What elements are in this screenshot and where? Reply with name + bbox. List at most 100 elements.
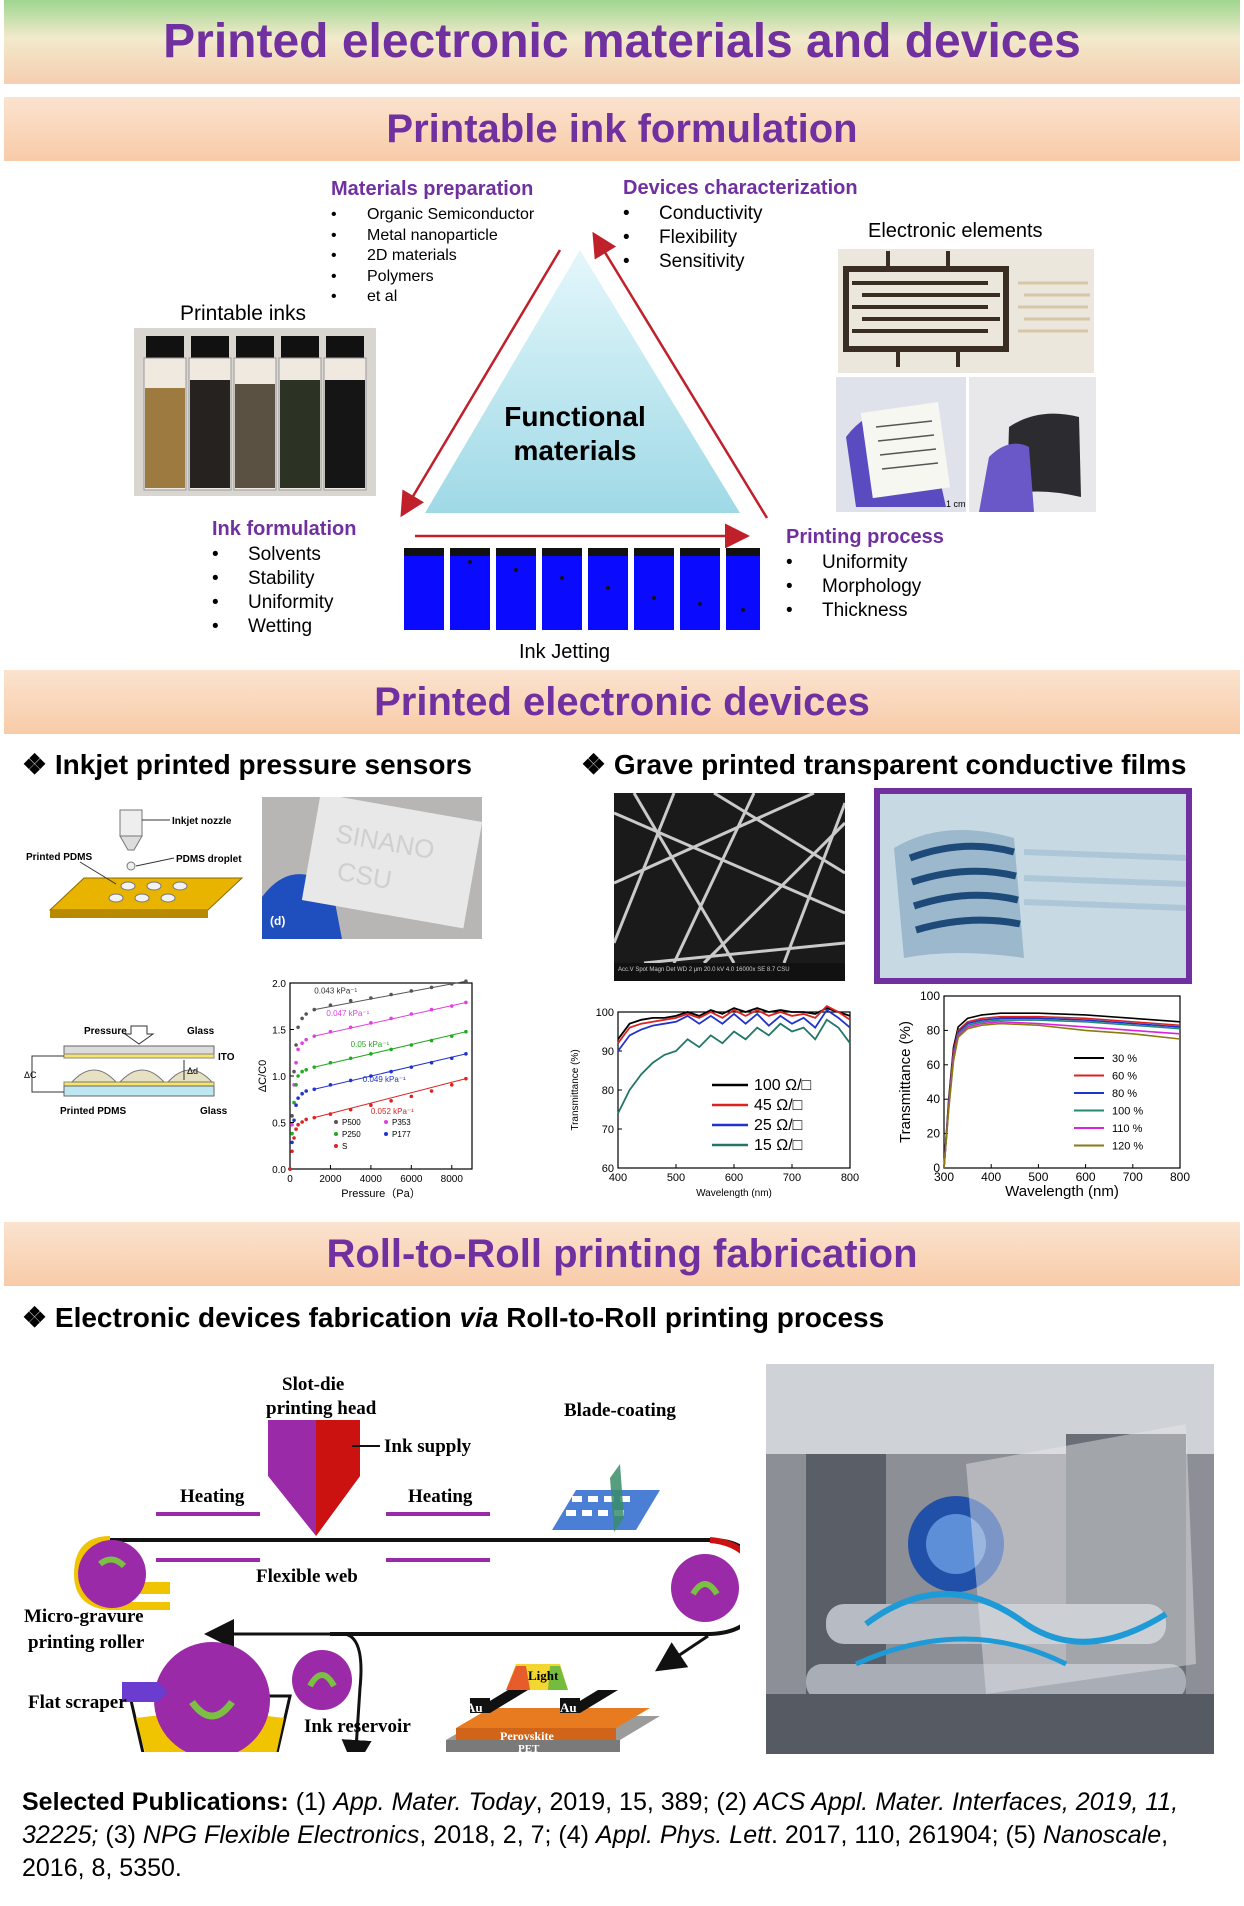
pressure-label: Pressure: [84, 1026, 127, 1037]
data-point-S: [296, 1122, 300, 1127]
guide-roller: [292, 1650, 352, 1710]
sensor-photo: SINANO CSU (d): [262, 797, 482, 939]
data-point-P500: [348, 998, 353, 1003]
publication-journal: NPG Flexible Electronics: [142, 1821, 420, 1849]
light-label: Light: [528, 1668, 559, 1683]
publication-text: . 2017, 110, 261904; (5): [771, 1821, 1043, 1849]
r2r-subtitle: ❖ Electronic devices fabrication via Rol…: [22, 1302, 885, 1333]
sem-caption: Acc.V Spot Magn Det WD 2 μm 20.0 kV 4.0 …: [618, 967, 790, 973]
fit-line-P500: [314, 980, 467, 1011]
legend-marker: [334, 1132, 338, 1136]
legend-label: 120 %: [1112, 1141, 1143, 1153]
ink-jetting-image: [402, 548, 762, 630]
data-point-S: [290, 1149, 294, 1154]
data-point-S: [369, 1103, 373, 1108]
publication-text: , 2018, 2, 7; (4): [419, 1821, 596, 1849]
y-tick-label: 2.0: [272, 979, 286, 990]
legend-label: P500: [342, 1118, 361, 1127]
data-point-S: [409, 1094, 414, 1099]
legend-label: 15 Ω/□: [754, 1137, 803, 1154]
vial-1: [143, 336, 187, 491]
left-roller: [78, 1540, 146, 1608]
list-item: Uniformity: [212, 591, 356, 615]
y-tick-label: 1.5: [272, 1026, 286, 1037]
y-axis-label: ΔC/C0: [257, 1060, 269, 1092]
x-tick-label: 800: [841, 1172, 859, 1184]
x-tick-label: 400: [609, 1172, 627, 1184]
list-item: Solvents: [212, 543, 356, 567]
data-point-P177: [296, 1096, 300, 1100]
x-tick-label: 700: [783, 1172, 801, 1184]
data-point-P177: [292, 1118, 296, 1123]
vial-2: [188, 336, 232, 491]
legend-marker: [384, 1132, 388, 1136]
slope-annotation: 0.052 kPa⁻¹: [371, 1107, 414, 1116]
x-tick-label: 600: [725, 1172, 743, 1184]
data-point-P250: [292, 1100, 296, 1105]
list-item: 2D materials: [331, 246, 534, 267]
legend-label: 25 Ω/□: [754, 1117, 803, 1134]
ink-formulation-title: Ink formulation: [212, 518, 357, 540]
glass-top-label: Glass: [187, 1026, 215, 1037]
y-axis-label: Transmittance (%): [897, 1021, 914, 1143]
series-line-100 %: [943, 1019, 1181, 1169]
list-item: et al: [331, 287, 534, 308]
y-tick-label: 80: [602, 1085, 614, 1097]
legend-marker: [334, 1120, 338, 1124]
legend-label: S: [342, 1142, 347, 1151]
flexible-film-photo: [969, 377, 1096, 512]
y-tick-label: 70: [602, 1124, 614, 1136]
x-tick-label: 600: [1076, 1170, 1096, 1184]
x-tick-label: 2000: [319, 1174, 342, 1185]
data-point-S: [304, 1117, 308, 1122]
publication-journal: App. Mater. Today: [333, 1788, 536, 1816]
legend-label: 80 %: [1112, 1088, 1137, 1100]
list-item: Metal nanoparticle: [331, 226, 534, 247]
delta-c-label: ΔC: [24, 1070, 37, 1080]
printable-inks-label: Printable inks: [180, 302, 307, 325]
devices-char-title: Devices characterization: [623, 177, 858, 199]
capacitor-schematic: Pressure Glass ITO Δd ΔC Printed PDMS Gl…: [24, 1025, 235, 1117]
r2r-schematic: Slot-die printing head Ink supply Heatin…: [24, 1374, 740, 1752]
list-item: Polymers: [331, 267, 534, 288]
publications-label: Selected Publications:: [22, 1788, 289, 1816]
data-point-S: [389, 1099, 393, 1103]
diamond-bullet-icon: ❖: [22, 749, 48, 780]
series-line-15 Ω/□: [617, 1018, 851, 1114]
x-tick-label: 6000: [400, 1174, 423, 1185]
gravure-roller-label-2: printing roller: [28, 1632, 145, 1653]
legend-marker: [334, 1144, 338, 1148]
inkjet-schematic: Inkjet nozzle Printed PDMS PDMS droplet: [26, 809, 244, 918]
list-item: Morphology: [786, 575, 944, 599]
y-tick-label: 60: [602, 1163, 614, 1175]
y-tick-label: 80: [927, 1023, 941, 1037]
x-tick-label: 0: [287, 1174, 293, 1185]
data-point-P500: [304, 1012, 308, 1016]
data-point-P177: [294, 1103, 298, 1108]
data-point-P250: [300, 1069, 304, 1074]
list-item: Stability: [212, 567, 356, 591]
y-tick-label: 20: [927, 1127, 941, 1141]
x-tick-label: 4000: [360, 1174, 383, 1185]
series-line-60 %: [943, 1015, 1181, 1169]
x-tick-label: 500: [667, 1172, 685, 1184]
publication-text: , 2019, 15, 389; (2): [535, 1788, 754, 1816]
flat-scraper: [122, 1682, 168, 1702]
list-item: Organic Semiconductor: [331, 205, 534, 226]
section-title-r2r: Roll-to-Roll printing fabrication: [4, 1222, 1240, 1286]
legend-label: 45 Ω/□: [754, 1097, 803, 1114]
ink-reservoir-label: Ink reservoir: [304, 1716, 411, 1737]
data-point-S: [294, 1127, 298, 1131]
data-point-P500: [292, 1069, 296, 1074]
fit-line-S: [314, 1078, 467, 1119]
heating-left-label: Heating: [180, 1486, 245, 1507]
series-line-30 %: [943, 1012, 1181, 1169]
fit-line-P250: [314, 1031, 467, 1068]
materials-prep-title: Materials preparation: [331, 178, 534, 200]
list-item: Thickness: [786, 599, 944, 623]
slope-annotation: 0.043 kPa⁻¹: [314, 987, 357, 996]
ink-formulation-block: Ink formulation Solvents Stability Unifo…: [212, 518, 356, 639]
data-point-S: [292, 1136, 296, 1140]
au-right-label: Au: [560, 1700, 577, 1715]
